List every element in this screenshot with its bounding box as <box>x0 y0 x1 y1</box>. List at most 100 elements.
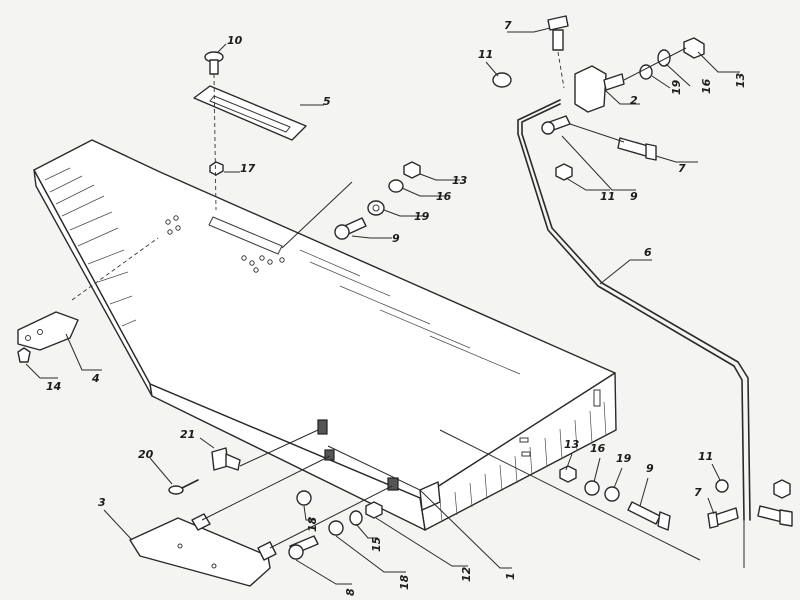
edge-clip-a <box>317 419 328 435</box>
rod-line-inner <box>521 103 751 521</box>
bolt-far-right-head <box>779 509 793 527</box>
callout-19-lower: 19 <box>616 452 632 465</box>
bolt-9-lower-shank <box>627 501 661 525</box>
callout-13-top: 13 <box>734 72 747 88</box>
callout-18-upper: 18 <box>306 516 319 532</box>
upper-hinge-block <box>492 15 705 181</box>
edge-clip-b <box>324 449 335 461</box>
edge-clip-c <box>387 477 399 491</box>
washer-19-top <box>639 64 653 80</box>
nut-11-mid <box>555 163 573 181</box>
callout-5: 5 <box>323 95 331 108</box>
washer-15 <box>349 510 363 526</box>
washer-11-lower <box>715 479 729 493</box>
hinge-block-2 <box>574 65 607 113</box>
bolt-21-axis <box>239 429 319 467</box>
callout-20: 20 <box>138 448 154 461</box>
callout-7-top: 7 <box>504 19 512 32</box>
bolt-8-head <box>288 544 304 560</box>
nut-13-lower <box>559 465 577 483</box>
callout-16-top: 16 <box>700 78 713 94</box>
callout-11-lower: 11 <box>698 450 713 463</box>
washer-19-lower <box>604 486 620 502</box>
bracket-plate-3 <box>129 517 271 587</box>
bracket-assembly-line-b <box>269 485 393 549</box>
callout-19-top: 19 <box>670 79 683 95</box>
front-slot-left <box>419 481 441 511</box>
bolt-7-top-axis <box>557 51 565 89</box>
callout-8: 8 <box>344 588 357 596</box>
callout-10: 10 <box>227 34 243 47</box>
panel-assembly <box>33 139 617 531</box>
washer-16-upper <box>388 179 404 193</box>
corner-bracket-body <box>17 311 79 351</box>
hinge-plate-body <box>193 85 307 141</box>
hinge-plate-slot <box>209 95 291 133</box>
lower-bracket-group <box>129 429 393 587</box>
nut-13-upper <box>403 161 421 179</box>
bolt-7-right-axis <box>569 123 625 143</box>
screw-14 <box>17 347 31 363</box>
panel-slot-outline <box>208 216 283 255</box>
pin-20-head <box>168 485 184 495</box>
nut-12 <box>365 501 383 519</box>
callout-11-mid: 11 <box>600 190 615 203</box>
bolt-7-right-head <box>645 143 657 161</box>
panel-front-hatching <box>439 401 607 523</box>
callout-labels: 7 10 5 11 2 19 16 13 7 17 13 16 19 9 11 … <box>46 19 747 596</box>
rod-line-outer <box>517 99 745 521</box>
nut-far-right <box>773 479 791 499</box>
callout-leaders <box>25 27 740 585</box>
callout-12: 12 <box>460 566 473 582</box>
callout-1: 1 <box>504 572 517 580</box>
bolt-7-top-shank <box>552 29 564 51</box>
callout-9-rod: 9 <box>630 190 638 203</box>
callout-14: 14 <box>46 380 61 393</box>
front-slot-mid-b <box>521 451 531 457</box>
bolt-9-upper-head <box>334 224 350 240</box>
pin-20-shank <box>181 479 199 489</box>
hinge-plate <box>193 51 307 211</box>
bolt-shank <box>209 59 219 75</box>
callout-9-upper: 9 <box>392 232 400 245</box>
callout-6: 6 <box>644 246 652 259</box>
callout-15: 15 <box>370 536 383 552</box>
lower-fastener-stack <box>439 429 793 568</box>
callout-19-upper: 19 <box>414 210 430 223</box>
bolt-9-rod-head <box>541 121 555 135</box>
panel-top-hatching <box>44 167 521 375</box>
callout-2: 2 <box>630 94 638 107</box>
callout-13-upper: 13 <box>452 174 468 187</box>
callout-7-lower: 7 <box>694 486 702 499</box>
bolt-9-lower-head <box>657 511 671 531</box>
callout-18-lower: 18 <box>398 574 411 590</box>
bracket-tab-b <box>257 541 277 561</box>
washer-16-lower <box>584 480 600 496</box>
top-washer-axis <box>623 47 687 81</box>
washer-16-top <box>657 49 671 67</box>
callout-17: 17 <box>240 162 256 175</box>
bolt-7-top-head <box>547 15 569 31</box>
lower-axis-line <box>439 429 701 561</box>
bracket-axis-line <box>71 237 159 301</box>
front-slot-mid-a <box>519 437 529 443</box>
callout-3: 3 <box>98 496 106 509</box>
bolt-7-lower-head <box>707 511 719 529</box>
nut-17 <box>209 161 224 176</box>
callout-4: 4 <box>91 372 100 385</box>
corner-bracket <box>17 237 159 363</box>
callout-21: 21 <box>180 428 195 441</box>
support-rod <box>517 99 751 521</box>
front-slot-right <box>593 389 601 407</box>
bolt-21-shank <box>225 453 241 471</box>
washer-18-lower <box>328 520 344 536</box>
hinge-block-pin <box>603 73 625 91</box>
bracket-assembly-line-a <box>201 455 331 521</box>
callout-16-upper: 16 <box>436 190 452 203</box>
upper-fastener-stack <box>281 161 421 249</box>
upper-stack-axis <box>281 181 353 249</box>
callout-11-top: 11 <box>478 48 493 61</box>
callout-7-right: 7 <box>678 162 686 175</box>
washer-19-upper <box>367 200 385 216</box>
